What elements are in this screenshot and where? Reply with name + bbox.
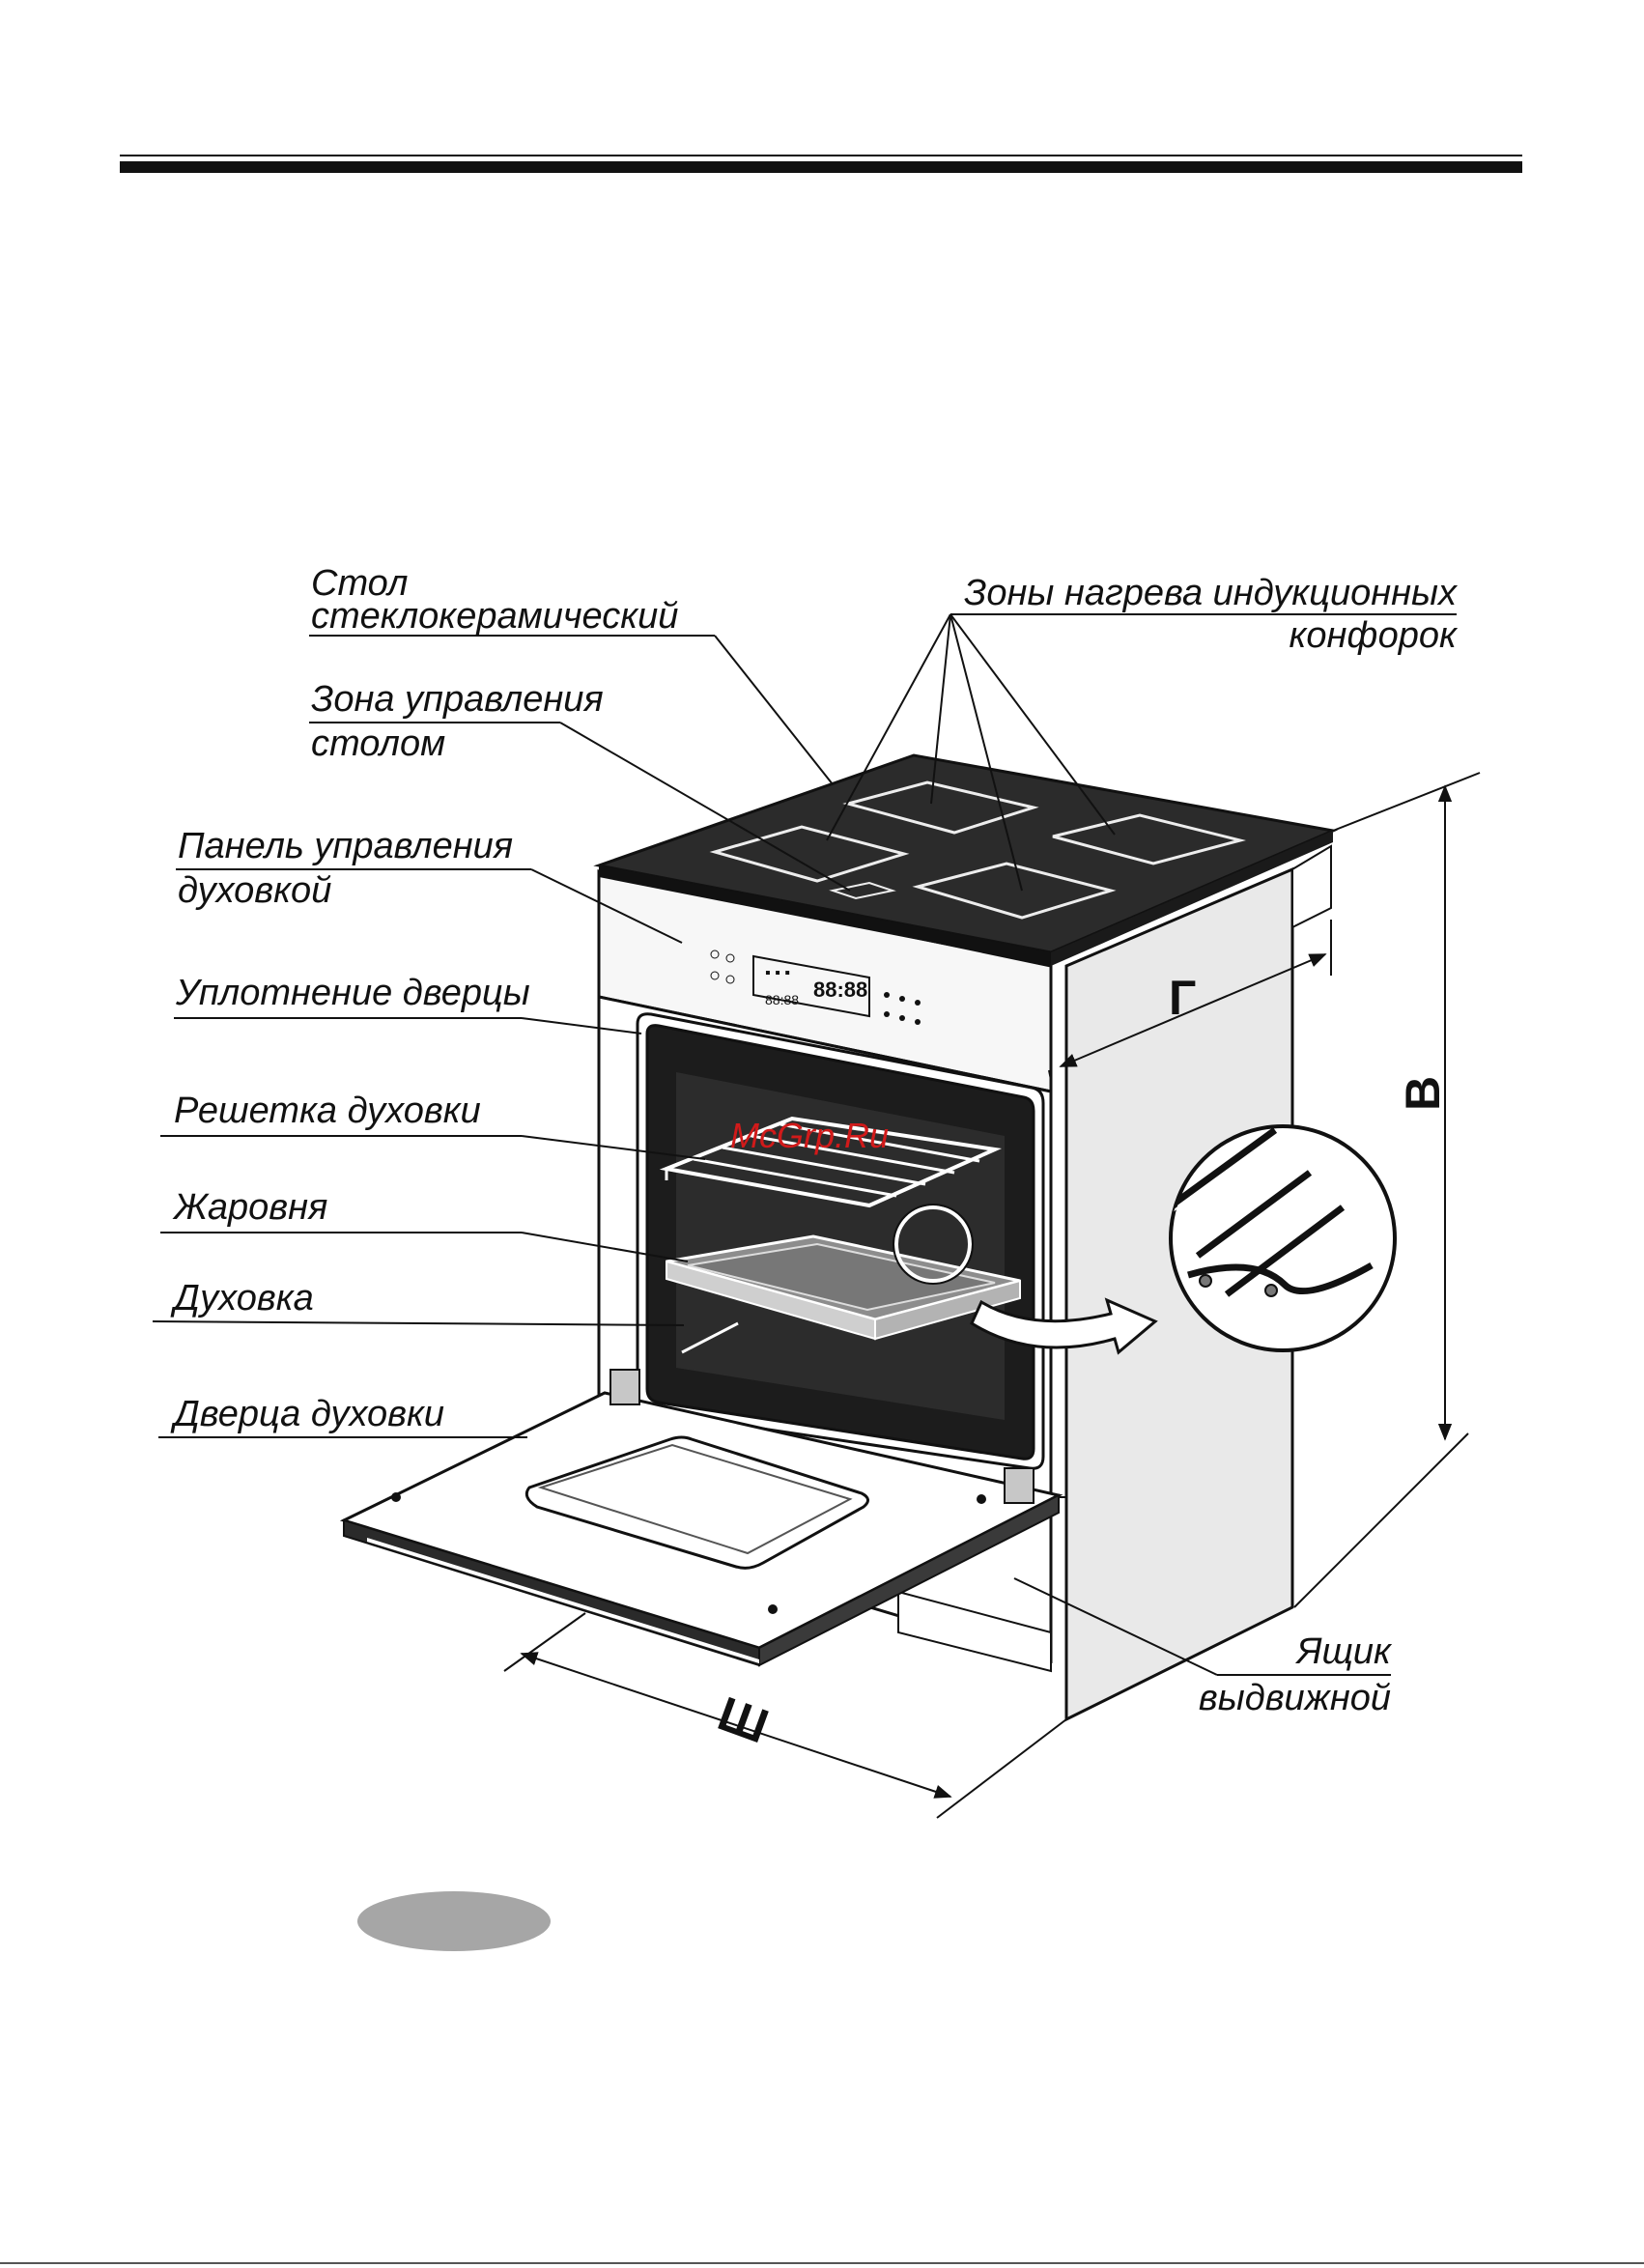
dimension-width-label: Ш [711, 1687, 775, 1754]
label-heating-zones-line2: конфорок [1289, 615, 1459, 656]
header-rules [120, 155, 1522, 173]
label-heating-zones-line1: Зоны нагрева индукционных [964, 573, 1459, 613]
label-oven-panel-line2: духовкой [178, 870, 331, 911]
svg-text:88:88: 88:88 [765, 992, 799, 1007]
svg-text:▪ ▪ ▪: ▪ ▪ ▪ [765, 965, 790, 981]
svg-text:Жаровня: Жаровня [172, 1187, 327, 1228]
label-table-control-line1: Зона управления [311, 679, 604, 720]
svg-text:Решетка духовки: Решетка духовки [174, 1091, 481, 1131]
svg-text:88:88: 88:88 [813, 978, 867, 1002]
magnifier-circle [1171, 1126, 1395, 1350]
label-oven-panel-line1: Панель управления [178, 826, 513, 866]
dimension-height-label: В [1396, 1076, 1450, 1111]
watermark: McGrp.Ru [730, 1116, 889, 1155]
label-glass-table-line2: стеклокерамический [311, 596, 678, 637]
label-drawer-line1: Ящик [1295, 1631, 1393, 1672]
label-drawer-line2: выдвижной [1199, 1678, 1391, 1718]
dimension-depth-label: Г [1169, 971, 1196, 1025]
svg-text:Дверца духовки: Дверца духовки [170, 1394, 444, 1434]
label-oven-door: Дверца духовки [158, 1394, 527, 1437]
svg-text:Уплотнение дверцы: Уплотнение дверцы [175, 973, 530, 1013]
label-table-control-line2: столом [311, 723, 445, 764]
label-door-seal: Уплотнение дверцы [174, 973, 641, 1034]
svg-text:Духовка: Духовка [170, 1278, 314, 1318]
grey-oval-badge [357, 1891, 551, 1951]
footer-rule [0, 2262, 1644, 2264]
